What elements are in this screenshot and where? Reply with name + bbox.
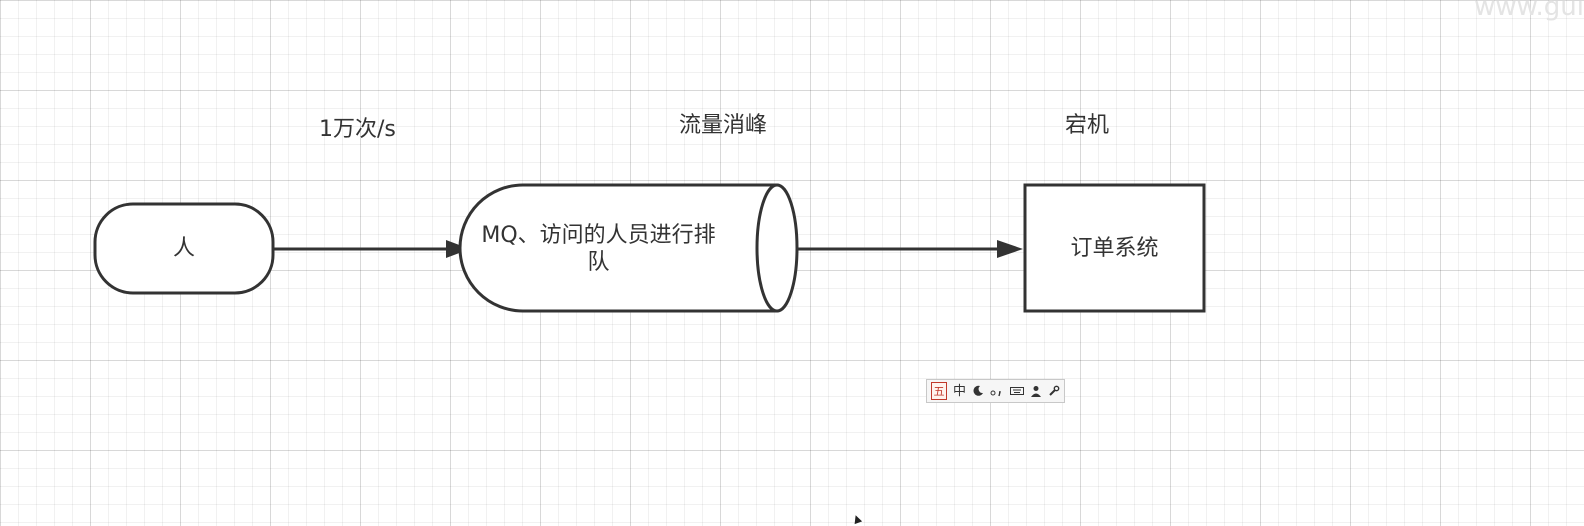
- rate-label: 1万次/s: [319, 117, 396, 142]
- order-system-node-shape: [1023, 183, 1206, 313]
- mq-cylinder-body: [458, 183, 779, 313]
- order-system-node-label[interactable]: 订单系统: [1070, 236, 1159, 261]
- keyboard-icon[interactable]: [1010, 383, 1025, 399]
- mq-node-label-line-2: 队: [587, 250, 610, 275]
- crash-label: 宕机: [1065, 113, 1110, 138]
- user-icon[interactable]: [1030, 383, 1042, 399]
- mq-node-label-line-1: MQ、访问的人员进行排: [481, 223, 716, 248]
- watermark: www.gui: [1474, 0, 1584, 22]
- punctuation-icon[interactable]: [990, 383, 1004, 399]
- arrowhead-mq-to-order: [997, 240, 1023, 258]
- mq-node-label[interactable]: MQ、访问的人员进行排 队: [461, 222, 736, 276]
- person-node-label[interactable]: 人: [172, 236, 195, 261]
- moon-icon[interactable]: [972, 383, 984, 399]
- mq-cylinder-cap: [755, 183, 799, 313]
- person-node-shape: [93, 202, 275, 295]
- wrench-icon[interactable]: [1048, 383, 1060, 399]
- ime-toolbar[interactable]: 五 中: [926, 379, 1066, 403]
- ime-logo-icon[interactable]: 五: [931, 382, 947, 400]
- ime-mode-button[interactable]: 中: [953, 383, 967, 399]
- peak-shaving-label: 流量消峰: [679, 113, 768, 138]
- arrowhead-person-to-mq: [446, 240, 470, 258]
